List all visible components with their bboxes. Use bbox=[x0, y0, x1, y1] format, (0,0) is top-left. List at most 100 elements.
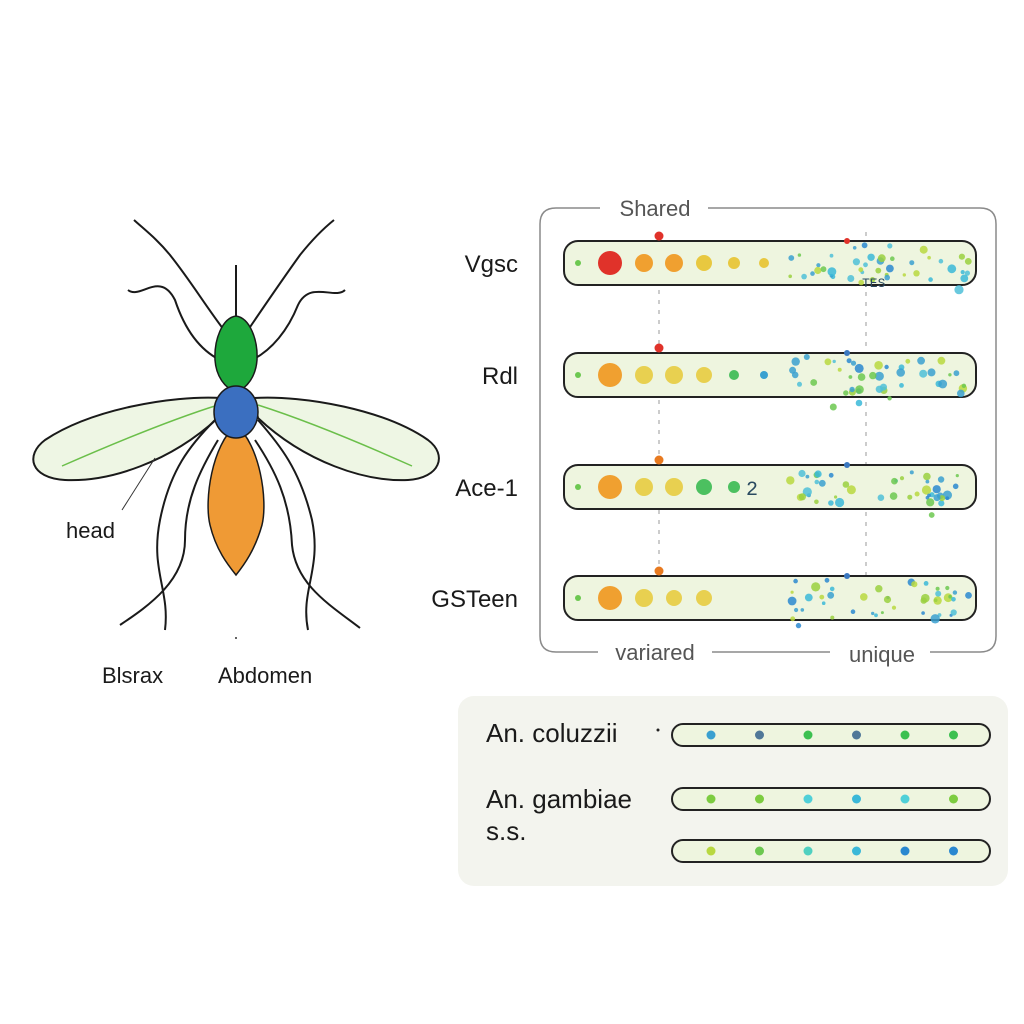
species-track bbox=[671, 723, 991, 747]
variant-dot bbox=[887, 243, 893, 249]
variant-dot bbox=[832, 359, 836, 364]
gene-label: Vgsc bbox=[465, 251, 518, 278]
variant-dot bbox=[791, 357, 800, 366]
gene-track bbox=[563, 352, 977, 398]
variant-dot bbox=[884, 274, 890, 281]
variant-dot bbox=[939, 495, 946, 502]
variant-dot bbox=[909, 470, 914, 475]
variant-dot bbox=[797, 381, 802, 387]
unique-marker bbox=[844, 462, 850, 468]
track-dot bbox=[598, 363, 622, 387]
variant-dot bbox=[927, 255, 931, 260]
variant-dot bbox=[798, 469, 806, 478]
variant-dot bbox=[850, 360, 857, 366]
track-dot bbox=[696, 367, 712, 383]
variant-dot bbox=[820, 266, 827, 273]
variant-dot bbox=[911, 581, 918, 588]
variant-dot bbox=[802, 487, 812, 497]
variant-dot bbox=[887, 396, 892, 401]
variant-dot bbox=[957, 389, 965, 398]
species-dot bbox=[803, 846, 813, 856]
frame-label-unique: unique bbox=[849, 642, 915, 667]
variant-dot bbox=[874, 613, 878, 618]
track-dot bbox=[635, 366, 653, 384]
track-dot bbox=[696, 255, 712, 271]
species-dot bbox=[755, 846, 764, 856]
track-dot bbox=[575, 484, 581, 490]
variant-dot bbox=[923, 581, 929, 586]
variant-dot bbox=[860, 593, 868, 601]
variant-dot bbox=[880, 611, 884, 615]
variant-dot bbox=[854, 363, 864, 373]
unique-marker bbox=[844, 350, 850, 356]
species-dot bbox=[900, 794, 910, 804]
variant-dot bbox=[786, 476, 795, 485]
track-dot bbox=[729, 370, 739, 380]
leg-front-left bbox=[127, 285, 221, 361]
track-dot bbox=[635, 589, 653, 607]
variant-dot bbox=[814, 479, 820, 485]
variant-dot bbox=[909, 260, 915, 266]
variant-dot bbox=[935, 586, 940, 591]
variant-dot bbox=[843, 390, 849, 396]
variant-dot bbox=[891, 477, 898, 485]
variant-dot bbox=[913, 270, 920, 277]
variant-dot bbox=[874, 361, 883, 370]
species-dot bbox=[755, 730, 764, 740]
variant-dot bbox=[905, 358, 911, 364]
variant-dot bbox=[800, 608, 805, 612]
variant-dot bbox=[798, 493, 807, 501]
track-dot bbox=[575, 260, 581, 266]
variant-dot bbox=[789, 366, 797, 374]
variant-dot bbox=[942, 490, 953, 500]
variant-dot bbox=[889, 492, 898, 500]
variant-dot bbox=[880, 383, 887, 391]
leg-mid-left bbox=[156, 419, 216, 631]
leg-hind-right bbox=[254, 439, 361, 629]
variant-dot bbox=[871, 611, 875, 616]
track-dot bbox=[598, 475, 622, 499]
tiny-dot bbox=[235, 637, 237, 639]
variant-dot bbox=[810, 379, 818, 386]
unique-marker bbox=[844, 238, 850, 244]
leg-hind-left bbox=[119, 439, 219, 626]
variant-dot bbox=[938, 500, 945, 507]
variant-dot bbox=[952, 590, 958, 595]
frame-label-variared: variared bbox=[615, 640, 694, 665]
variant-dot bbox=[787, 596, 797, 606]
species-dot bbox=[706, 846, 716, 856]
species-dot bbox=[706, 794, 716, 804]
variant-dot bbox=[824, 577, 830, 583]
species-track-row bbox=[671, 723, 991, 747]
variant-dot bbox=[914, 491, 920, 497]
wing-right bbox=[252, 396, 440, 482]
track-dot bbox=[635, 254, 653, 272]
variant-dot bbox=[828, 500, 834, 506]
track-dot bbox=[728, 257, 740, 269]
variant-dot bbox=[790, 590, 794, 594]
variant-dot bbox=[937, 356, 946, 365]
variant-dot bbox=[863, 262, 868, 268]
variant-dot bbox=[886, 264, 894, 273]
variant-dot bbox=[821, 601, 826, 605]
variant-dot bbox=[858, 267, 864, 273]
track-dot bbox=[696, 479, 712, 495]
variant-dot bbox=[847, 275, 855, 282]
variant-dot bbox=[819, 594, 825, 600]
variant-dot bbox=[846, 485, 856, 495]
variant-dot bbox=[945, 496, 950, 501]
gene-row: Rdl bbox=[482, 343, 977, 411]
variant-dot bbox=[899, 383, 904, 388]
variant-dot bbox=[829, 403, 837, 411]
species-track-row bbox=[671, 839, 991, 863]
antenna-right bbox=[247, 219, 335, 331]
shared-marker bbox=[654, 455, 664, 465]
variant-dot bbox=[948, 373, 952, 377]
variant-dot bbox=[961, 383, 967, 388]
variant-dot bbox=[964, 270, 971, 276]
variant-dot bbox=[816, 263, 821, 268]
gene-label: GSTeen bbox=[431, 586, 518, 613]
gene-label: Ace-1 bbox=[455, 475, 518, 502]
